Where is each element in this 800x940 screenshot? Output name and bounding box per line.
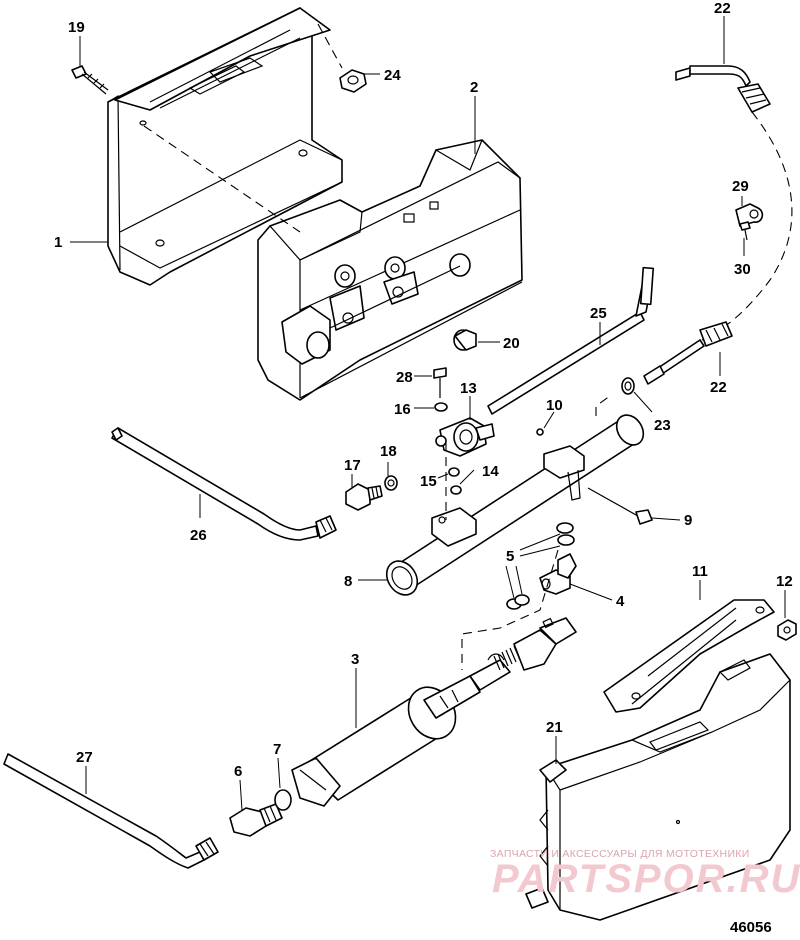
part-5-o-rings (506, 522, 575, 610)
callout-23: 23 (654, 417, 671, 434)
part-14-o-ring (450, 485, 462, 495)
part-4-elbow-fitting (539, 553, 577, 595)
callout-18: 18 (380, 443, 397, 460)
part-25-hose (487, 266, 655, 415)
part-3-fuel-pump (291, 617, 577, 807)
part-16-washer (434, 402, 448, 412)
part-21-filter-housing (525, 653, 791, 921)
callout-28: 28 (396, 369, 413, 386)
alignment-line-2 (317, 23, 343, 69)
callout-21: 21 (546, 719, 563, 736)
alignment-line-4 (595, 395, 611, 416)
part-8-fuel-rail (385, 414, 645, 596)
part-15-o-ring (448, 467, 460, 477)
part-29-clip (735, 203, 764, 227)
part-19-screw (71, 65, 109, 95)
watermark-line-2: PARTSPOR.RU (492, 857, 800, 901)
part-27-fuel-line (3, 753, 219, 869)
part-9-screw (587, 487, 653, 525)
callout-9: 9 (684, 512, 692, 529)
part-24-nut (339, 69, 367, 93)
watermark-line-1: ЗАПЧАСТИ И АКСЕССУАРЫ ДЛЯ МОТОТЕХНИКИ (490, 848, 750, 860)
callout-17: 17 (344, 457, 361, 474)
part-2-pump-housing (257, 139, 523, 401)
part-11-bracket (603, 599, 775, 713)
part-7-o-ring (274, 789, 292, 811)
callout-15: 15 (420, 473, 437, 490)
part-12-nut (777, 619, 797, 641)
callout-22-top: 22 (714, 0, 731, 17)
callout-13: 13 (460, 380, 477, 397)
callout-26: 26 (190, 527, 207, 544)
part-17-fitting (345, 483, 383, 511)
callout-30: 30 (734, 261, 751, 278)
part-20-plug (453, 329, 477, 351)
callout-10: 10 (546, 397, 563, 414)
part-13-regulator (435, 417, 495, 457)
callout-12: 12 (776, 573, 793, 590)
callout-29: 29 (732, 178, 749, 195)
callout-19: 19 (68, 19, 85, 36)
callout-5: 5 (506, 548, 514, 565)
callout-27: 27 (76, 749, 93, 766)
callout-3: 3 (351, 651, 359, 668)
alignment-line-5 (461, 549, 559, 670)
callout-16: 16 (394, 401, 411, 418)
callout-22-bottom: 22 (710, 379, 727, 396)
part-18-washer (384, 475, 398, 491)
callout-14: 14 (482, 463, 499, 480)
callout-11: 11 (692, 563, 708, 580)
part-30-screw (739, 221, 751, 241)
callout-24: 24 (384, 67, 401, 84)
part-23-o-ring (621, 377, 635, 395)
callout-20: 20 (503, 335, 520, 352)
watermark: ЗАПЧАСТИ И АКСЕССУАРЫ ДЛЯ МОТОТЕХНИКИ PA… (490, 848, 800, 901)
callout-8: 8 (344, 573, 352, 590)
callout-7: 7 (273, 741, 281, 758)
part-10-plug (536, 428, 544, 436)
part-22-cable (643, 65, 771, 385)
part-28-screw (433, 367, 447, 398)
figure-number: 46056 (730, 919, 772, 936)
callout-4: 4 (616, 593, 625, 610)
leader-lines (70, 16, 786, 811)
callout-labels: 19 24 2 1 22 29 30 20 25 22 28 13 16 10 … (54, 0, 793, 780)
callout-6: 6 (234, 763, 242, 780)
alignment-line-1 (143, 125, 301, 233)
part-6-fitting (229, 803, 283, 837)
housing-bosses (281, 253, 471, 365)
callout-1: 1 (54, 234, 62, 251)
part-26-fuel-line (111, 427, 337, 541)
callout-25: 25 (590, 305, 607, 322)
callout-2: 2 (470, 79, 478, 96)
part-1-mounting-bracket (107, 7, 343, 286)
